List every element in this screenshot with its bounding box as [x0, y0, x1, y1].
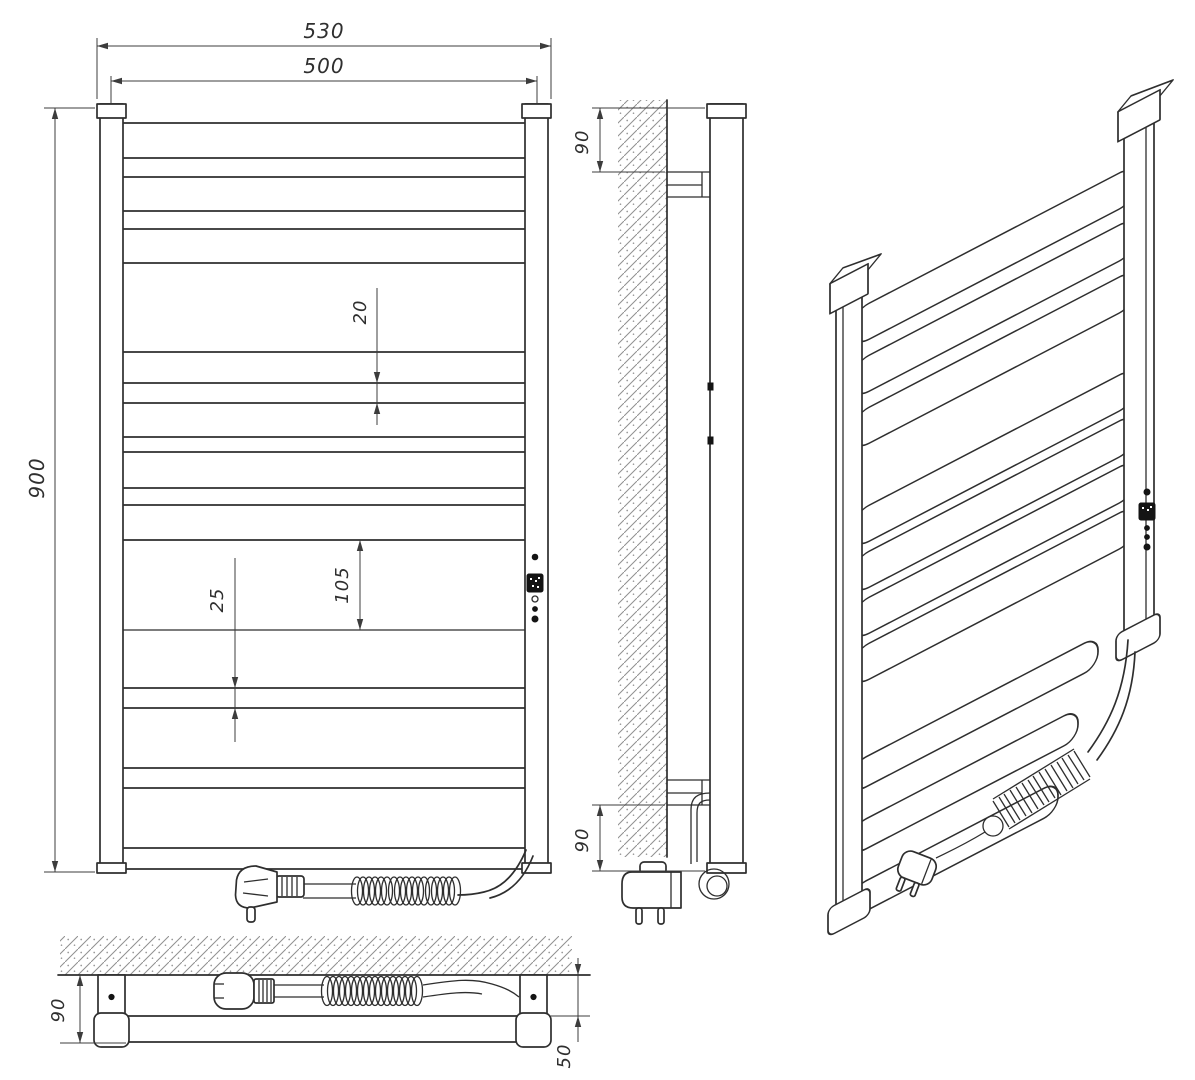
right-post [521, 103, 552, 874]
button-icon [1144, 525, 1150, 531]
power-plug-icon [234, 865, 305, 923]
dim-label-mount-width: 500 [303, 54, 344, 78]
cord-loop-icon [698, 868, 730, 900]
post-cap [521, 103, 552, 119]
screw-dot [108, 993, 115, 1001]
button-icon [531, 615, 539, 623]
dim-label-overall-width: 530 [303, 19, 344, 43]
side-cord [690, 792, 711, 864]
bottom-crossbar [120, 847, 528, 870]
bottom-view: 90 50 [48, 936, 591, 1068]
coiled-cable-icon [992, 748, 1091, 830]
display-icon [526, 573, 544, 593]
front-view: 530 500 900 20 105 [25, 19, 552, 923]
tube-rung-shelf [120, 767, 528, 789]
dim-label-group-gap: 105 [332, 566, 353, 603]
dim-label-top-offset: 90 [572, 130, 593, 155]
power-cord [234, 849, 534, 923]
side-dimensions: 90 90 [572, 107, 705, 872]
iso-cord-assembly [895, 639, 1136, 898]
post-cap [96, 103, 127, 119]
cord-loop-icon [982, 815, 1004, 837]
dim-label-depth: 90 [48, 998, 69, 1023]
tube-rung [120, 176, 528, 212]
coiled-cable-icon [320, 975, 424, 1007]
control-panel [526, 553, 544, 623]
post-cap [706, 103, 747, 119]
button-icon [1143, 543, 1151, 551]
mounting-bracket-top [667, 171, 710, 198]
screw-dot [530, 993, 537, 1001]
plug-prong [895, 876, 906, 892]
dim-label-height: 900 [25, 457, 49, 498]
bottom-crossbar [119, 1015, 526, 1043]
isometric-view [827, 79, 1174, 936]
tube-rung-shelf [120, 687, 528, 709]
dim-label-bottom-offset: 90 [572, 828, 593, 853]
dim-label-tube-gap: 20 [350, 300, 371, 325]
post-foot [706, 862, 747, 874]
coiled-cable-icon [350, 876, 462, 906]
sensor-dot-icon [1143, 488, 1151, 496]
side-post [706, 103, 747, 874]
post-foot [827, 888, 871, 936]
post-foot [96, 862, 127, 874]
wall-hatch [618, 100, 667, 857]
button-icon [531, 595, 539, 603]
iso-left-post [827, 253, 882, 936]
tube-rung [120, 351, 528, 384]
button-icon [532, 606, 538, 612]
dim-label-lower-tube: 25 [207, 588, 228, 613]
tube-rung [120, 504, 528, 541]
iso-right-post [1115, 79, 1174, 662]
button-icon [1144, 534, 1150, 540]
tube-rung [120, 122, 528, 159]
bottom-dimensions: 90 50 [48, 958, 590, 1068]
plug-prong [246, 906, 256, 923]
tube-rungs [120, 122, 528, 870]
post-cap [515, 1012, 552, 1048]
iso-control-panel [1138, 488, 1156, 551]
sensor-dot-icon [531, 553, 539, 561]
power-plug-icon [213, 972, 275, 1010]
dim-label-front-offset: 50 [554, 1044, 575, 1069]
plug-prong [909, 881, 920, 898]
tube-rung [120, 451, 528, 489]
post-foot [521, 862, 552, 874]
left-post [96, 103, 127, 874]
post-cap [93, 1012, 130, 1048]
wall-hatch [60, 936, 572, 975]
bottom-cord-assembly [213, 972, 520, 1010]
display-icon [1138, 502, 1156, 521]
plug-prong [635, 907, 643, 925]
power-plug-icon [895, 850, 938, 898]
tube-rung [120, 402, 528, 438]
front-dimensions: 530 500 900 20 105 [25, 19, 552, 873]
side-view: 90 90 [572, 99, 747, 925]
plug-prong [657, 907, 665, 925]
tube-rung [120, 228, 528, 264]
